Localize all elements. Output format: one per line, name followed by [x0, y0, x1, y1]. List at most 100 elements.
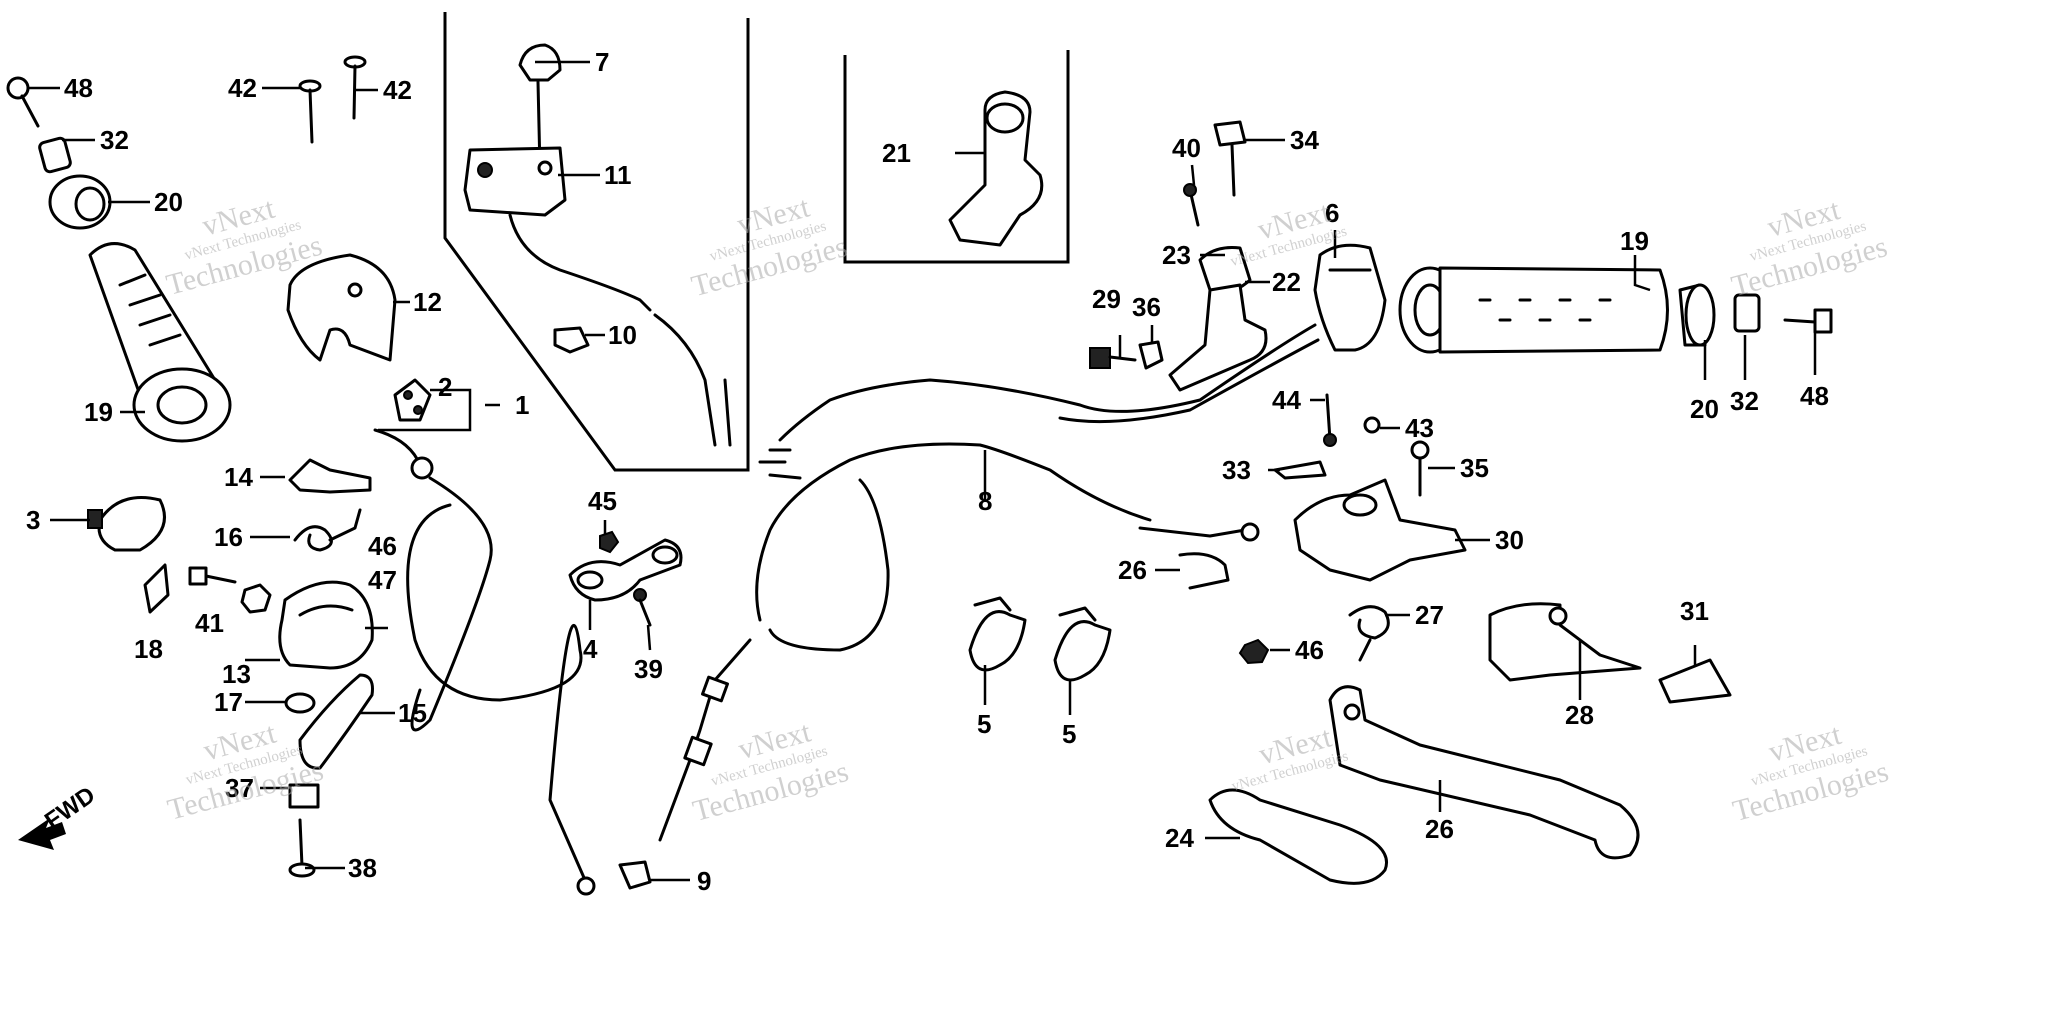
watermark-2: vNext vNext Technologies Technologies — [688, 190, 851, 303]
callout-16: 16 — [214, 522, 243, 552]
callout-31: 31 — [1680, 596, 1709, 626]
fwd-arrow-icon: FWD — [18, 781, 100, 850]
part-24-lever-cover — [1208, 788, 1388, 885]
callout-48: 48 — [64, 73, 93, 103]
callout-42: 42 — [383, 75, 412, 105]
part-9-cable-end — [618, 860, 652, 890]
part-20-weight-right — [1678, 283, 1716, 347]
part-16-spring — [293, 508, 362, 552]
part-43-screw — [1363, 416, 1381, 434]
part-42-bolt-a — [298, 79, 322, 144]
callout-35: 35 — [1460, 453, 1489, 483]
callout-13: 13 — [222, 659, 251, 689]
callout-39: 39 — [634, 654, 663, 684]
part-15-lever — [298, 673, 374, 770]
part-42-bolt-b — [343, 55, 367, 120]
callout-11: 11 — [604, 160, 632, 190]
switch-wire — [508, 213, 732, 447]
part-34-bolt — [1213, 120, 1247, 197]
part-41-bolt — [188, 566, 237, 586]
wiring-harness — [758, 323, 1320, 480]
callout-32: 32 — [1730, 386, 1759, 416]
callout-5: 5 — [1062, 719, 1076, 749]
part-12-housing-cover — [286, 253, 397, 362]
callout-40: 40 — [1172, 133, 1201, 163]
callout-4: 4 — [583, 634, 598, 664]
master-cylinder-frame — [843, 50, 1070, 264]
part-30-lever-bracket — [1293, 478, 1467, 582]
callout-41: 41 — [195, 608, 224, 638]
part-5-clamp-b — [1053, 606, 1112, 682]
part-4-holder — [568, 538, 683, 602]
callout-numbers: 48 32 20 19 42 42 12 2 1 14 16 46 47 3 1… — [26, 47, 1829, 896]
callout-5: 5 — [977, 709, 991, 739]
callout-20: 20 — [154, 187, 183, 217]
part-19-grip-left — [88, 242, 232, 443]
part-29-bolt — [1089, 347, 1137, 369]
callout-15: 15 — [398, 698, 427, 728]
callout-12: 12 — [413, 287, 442, 317]
callout-10: 10 — [608, 320, 637, 350]
callout-28: 28 — [1565, 700, 1594, 730]
callout-46: 46 — [368, 531, 397, 561]
part-36-nut — [1138, 340, 1164, 370]
watermark-5: vNext vNext Technologies Technologies — [164, 716, 327, 826]
callout-22: 22 — [1272, 267, 1301, 297]
part-28-pivot-plate — [1488, 602, 1642, 682]
leader-lines — [28, 60, 1817, 882]
callout-9: 9 — [697, 866, 711, 896]
part-13-throttle-housing — [278, 580, 374, 670]
callout-34: 34 — [1290, 125, 1319, 155]
callout-47: 47 — [368, 565, 397, 595]
callout-21: 21 — [882, 138, 911, 168]
part-6-switch-housing — [1313, 243, 1387, 352]
watermark-7: vNext vNext Technologies — [1230, 720, 1350, 795]
callout-27: 27 — [1415, 600, 1444, 630]
callout-2: 2 — [438, 372, 452, 402]
callout-6: 6 — [1325, 198, 1339, 228]
part-19-grip-right — [1398, 266, 1669, 354]
callout-19: 19 — [84, 397, 113, 427]
watermark-8: vNext vNext Technologies Technologies — [1729, 718, 1892, 828]
callout-14: 14 — [224, 462, 253, 492]
callout-20: 20 — [1690, 394, 1719, 424]
callout-46: 46 — [1295, 635, 1324, 665]
part-48-bolt-right — [1783, 308, 1833, 334]
part-20-weight-left — [48, 174, 112, 230]
part-33-plate — [1273, 460, 1327, 480]
callout-17: 17 — [214, 687, 243, 717]
part-32-collar-left — [38, 136, 72, 174]
part-5-clamp-a — [968, 596, 1027, 672]
part-27-spring — [1348, 605, 1390, 662]
callout-8: 8 — [978, 486, 992, 516]
callout-7: 7 — [595, 47, 609, 77]
part-48-bolt-left — [6, 76, 40, 128]
part-3-clamp — [87, 496, 166, 552]
callout-1: 1 — [515, 390, 529, 420]
callout-37: 37 — [225, 773, 254, 803]
callout-18: 18 — [134, 634, 163, 664]
callout-44: 44 — [1272, 385, 1301, 415]
part-39-screw — [633, 588, 652, 627]
part-26-lever — [1328, 685, 1640, 860]
part-26-clip — [1178, 552, 1230, 590]
callout-33: 33 — [1222, 455, 1251, 485]
part-35-screw — [1410, 440, 1430, 497]
part-44-bolt — [1323, 393, 1337, 447]
part-47-nut — [240, 583, 272, 614]
watermark-6: vNext vNext Technologies Technologies — [689, 715, 852, 828]
part-37-pivot — [288, 783, 320, 809]
part-2-plate — [393, 378, 432, 422]
callout-36: 36 — [1132, 292, 1161, 322]
throttle-cable — [373, 428, 596, 896]
callout-48: 48 — [1800, 381, 1829, 411]
part-21-master-cylinder — [948, 90, 1044, 247]
part-46-nut-right — [1238, 638, 1270, 665]
watermark-4: vNext vNext Technologies Technologies — [1728, 193, 1891, 303]
fwd-label: FWD — [40, 781, 100, 834]
callout-3: 3 — [26, 505, 40, 535]
callout-23: 23 — [1162, 240, 1191, 270]
part-40-screw — [1183, 183, 1200, 227]
callout-30: 30 — [1495, 525, 1524, 555]
